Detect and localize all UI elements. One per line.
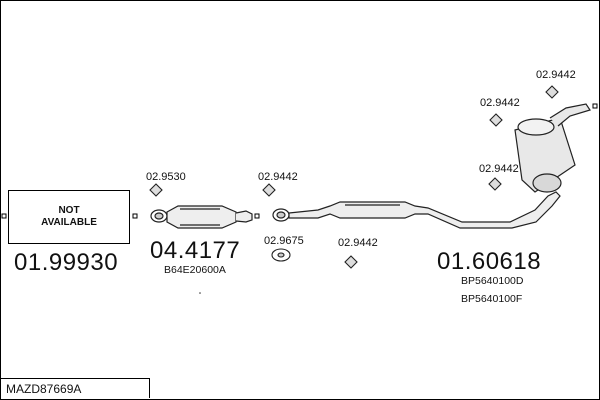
part-label-4: 02.9442	[338, 237, 378, 249]
small-dot	[199, 292, 201, 294]
left-price: 01.99930	[14, 249, 119, 276]
connector-mid-2	[254, 213, 260, 219]
catalytic-converter-drawing	[150, 205, 253, 229]
front-pipe-drawing	[272, 191, 561, 229]
connector-right	[592, 103, 598, 109]
part-label-6: 02.9442	[536, 69, 576, 81]
bracket-4	[344, 255, 358, 269]
connector-left	[1, 213, 7, 219]
not-available-line2: AVAILABLE	[41, 217, 97, 228]
bracket-7	[488, 177, 502, 191]
connector-mid-1	[132, 213, 138, 219]
not-available-box: NOT AVAILABLE	[8, 190, 130, 244]
not-available-line1: NOT	[58, 204, 80, 216]
part-label-3: 02.9675	[264, 235, 304, 247]
bracket-1	[149, 183, 163, 197]
part-label-1: 02.9530	[146, 171, 186, 183]
rear-oe-number-1: BP5640100D	[461, 275, 524, 287]
rear-price: 01.60618	[437, 248, 542, 275]
bracket-6	[545, 85, 559, 99]
catalyst-price: 04.4177	[150, 237, 241, 264]
part-label-2: 02.9442	[258, 171, 298, 183]
rear-muffler-drawing	[514, 103, 591, 193]
part-label-5: 02.9442	[480, 97, 520, 109]
kit-code-box: MAZD87669A	[0, 378, 150, 398]
rear-oe-number-2: BP5640100F	[461, 293, 523, 305]
catalyst-oe-number: B64E20600A	[164, 264, 226, 276]
bracket-2	[262, 183, 276, 197]
bracket-5	[489, 113, 503, 127]
part-label-7: 02.9442	[479, 163, 519, 175]
gasket-3	[271, 248, 291, 262]
